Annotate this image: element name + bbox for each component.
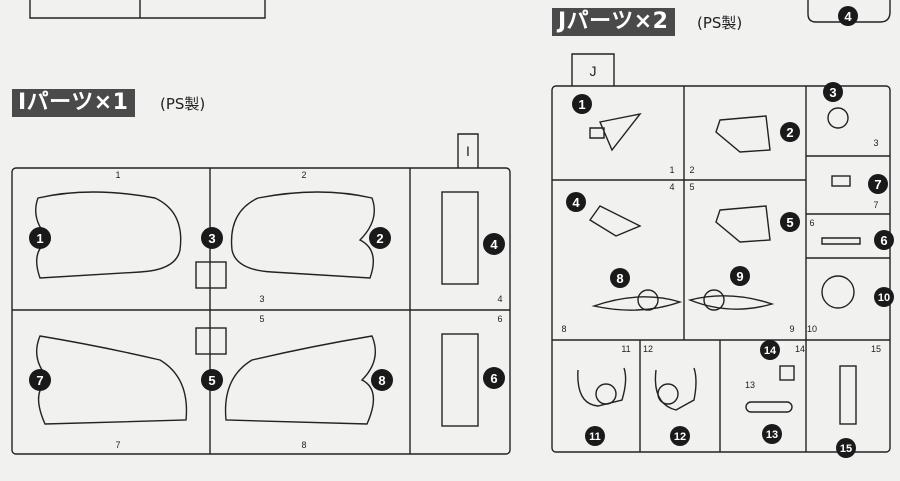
i-part-1 — [35, 191, 182, 279]
j-callout-2: 2 — [786, 125, 793, 140]
j-gate-7: 7 — [873, 200, 878, 210]
prev-runner-frame — [29, 0, 266, 19]
i-callout-6: 6 — [490, 371, 497, 386]
i-part-6 — [441, 333, 479, 427]
j-part-4 — [588, 205, 642, 237]
i-gate-6: 6 — [497, 314, 502, 324]
i-parts-material: (PS製) — [160, 95, 206, 113]
i-gate-1: 1 — [115, 170, 120, 180]
j-parts-title: Jパーツ×2 — [552, 8, 675, 36]
i-part-8 — [224, 335, 376, 425]
j-callout-3: 3 — [829, 85, 836, 100]
i-callout-1: 1 — [36, 231, 43, 246]
j-gate-2: 2 — [689, 165, 694, 175]
j-runner-tab — [571, 53, 615, 86]
j-callout-10: 10 — [878, 292, 890, 304]
j-callout-5: 5 — [786, 215, 793, 230]
j-part-1 — [589, 112, 642, 152]
j-gate-6: 6 — [809, 218, 814, 228]
j-part-8 — [591, 296, 683, 311]
j-part-13 — [745, 401, 793, 413]
j-runner-tab-label: J — [590, 63, 597, 79]
j-callout-6: 6 — [880, 233, 887, 248]
i-runner-frame — [11, 167, 511, 455]
j-part-9 — [687, 295, 775, 310]
j-part-14 — [779, 365, 795, 381]
j-callout-12: 12 — [674, 431, 686, 443]
j-callout-13: 13 — [766, 429, 778, 441]
j-callout-1: 1 — [578, 97, 585, 112]
i-gate-2: 2 — [301, 170, 306, 180]
i-parts-title: Iパーツ×1 — [12, 89, 135, 117]
i-gate-3: 3 — [259, 294, 264, 304]
j-part-3 — [827, 107, 849, 129]
i-callout-8: 8 — [378, 373, 385, 388]
i-callout-5: 5 — [208, 373, 215, 388]
j-gate-5: 5 — [689, 182, 694, 192]
i-callout-3: 3 — [208, 231, 215, 246]
i-part-2 — [230, 191, 375, 279]
j-gate-4: 4 — [669, 182, 674, 192]
j-part-6 — [821, 237, 861, 245]
i-callout-4: 4 — [490, 237, 498, 252]
j-part-11 — [577, 367, 627, 407]
j-callout-11: 11 — [589, 431, 601, 443]
j-part-12 — [654, 367, 697, 411]
j-gate-9: 9 — [789, 324, 794, 334]
j-gate-3: 3 — [873, 138, 878, 148]
j-callout-7: 7 — [874, 177, 881, 192]
i-runner-tab-label: I — [466, 143, 470, 159]
j-callout-14: 14 — [764, 345, 777, 357]
j-gate-1: 1 — [669, 165, 674, 175]
j-gate-10: 10 — [807, 324, 817, 334]
j-runner-frame — [551, 85, 891, 453]
j-gate-8: 8 — [561, 324, 566, 334]
j-part-10 — [821, 275, 855, 309]
i-runner-tab — [457, 133, 479, 168]
j-gate-13: 13 — [745, 380, 755, 390]
j-callout-4: 4 — [572, 195, 580, 210]
j-part-15 — [839, 365, 857, 425]
i-callout-2: 2 — [376, 231, 383, 246]
i-callout-7: 7 — [36, 373, 43, 388]
i-gate-5: 5 — [259, 314, 264, 324]
j-callout-8: 8 — [616, 271, 623, 286]
j-gate-15: 15 — [871, 344, 881, 354]
prev-callout-4: 4 — [844, 9, 852, 24]
i-gate-4: 4 — [497, 294, 502, 304]
j-callout-15: 15 — [840, 443, 852, 455]
callouts — [29, 6, 894, 458]
j-gate-12: 12 — [643, 344, 653, 354]
j-parts-material: (PS製) — [697, 14, 743, 32]
j-gate-11: 11 — [621, 344, 630, 354]
i-part-4 — [441, 191, 479, 285]
j-part-2 — [715, 115, 771, 153]
j-gate-14: 14 — [795, 344, 805, 354]
j-part-5 — [715, 205, 771, 243]
j-callout-9: 9 — [736, 269, 743, 284]
j-part-7 — [831, 175, 851, 187]
i-gate-7: 7 — [115, 440, 120, 450]
i-gate-8: 8 — [301, 440, 306, 450]
i-part-7 — [36, 335, 188, 425]
